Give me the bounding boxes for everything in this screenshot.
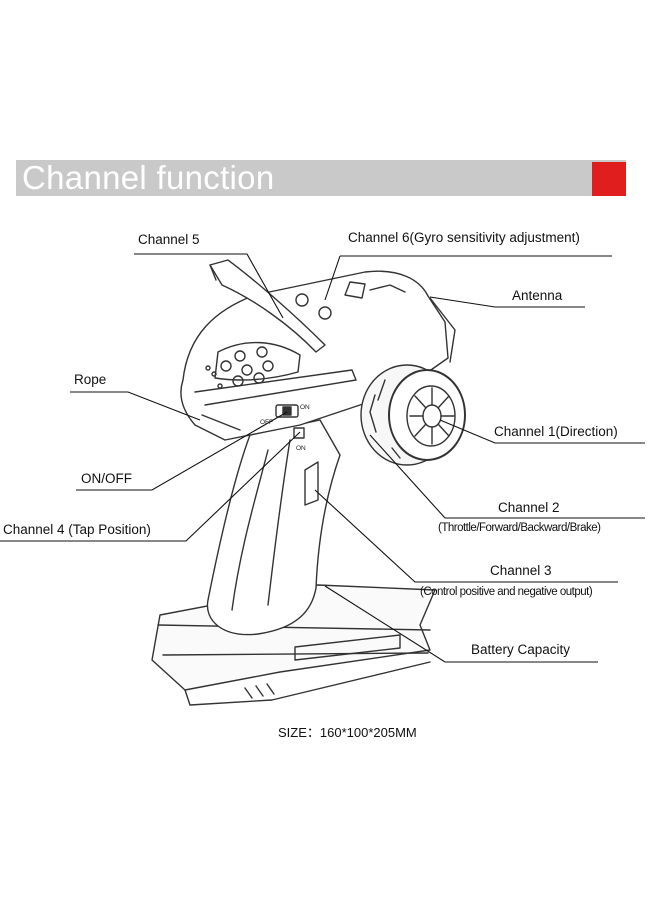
leader-battery [324, 585, 598, 663]
section-title-bar: Channel function [16, 159, 626, 196]
leader-channel5 [134, 253, 284, 319]
leader-onoff [76, 411, 288, 491]
leader-channel4 [0, 431, 301, 542]
keypad-buttons [205, 346, 274, 389]
leader-rope [70, 391, 201, 421]
channel5-lid [209, 259, 326, 353]
leader-channel2 [369, 434, 645, 519]
label-channel3: Channel 3 [490, 563, 552, 578]
section-title: Channel function [22, 159, 275, 196]
label-channel1: Channel 1(Direction) [494, 424, 618, 439]
leader-channel3 [314, 489, 618, 583]
title-accent-block [592, 162, 626, 196]
label-antenna: Antenna [512, 288, 563, 303]
leader-channel6 [324, 255, 612, 301]
switch-off-mark: OFF [260, 419, 273, 426]
label-channel3-desc: (Control positive and negative output) [420, 586, 593, 598]
label-channel4: Channel 4 (Tap Position) [3, 522, 151, 537]
label-battery: Battery Capacity [471, 642, 571, 657]
leader-antenna [429, 296, 585, 308]
steering-wheel [360, 364, 466, 466]
size-caption: SIZE：160*100*205MM [278, 725, 417, 740]
top-knobs [295, 281, 406, 320]
label-rope: Rope [74, 372, 107, 387]
grip-handle [206, 419, 341, 636]
label-channel2-desc: (Throttle/Forward/Backward/Brake) [438, 522, 601, 534]
label-channel2: Channel 2 [498, 500, 560, 515]
label-on-off: ON/OFF [81, 471, 132, 486]
leader-channel1 [439, 419, 645, 444]
switch-on-mark: ON [300, 404, 310, 411]
switch-on-mark-2: ON [296, 445, 306, 452]
label-channel6: Channel 6(Gyro sensitivity adjustment) [348, 230, 580, 245]
label-channel5: Channel 5 [138, 232, 200, 247]
